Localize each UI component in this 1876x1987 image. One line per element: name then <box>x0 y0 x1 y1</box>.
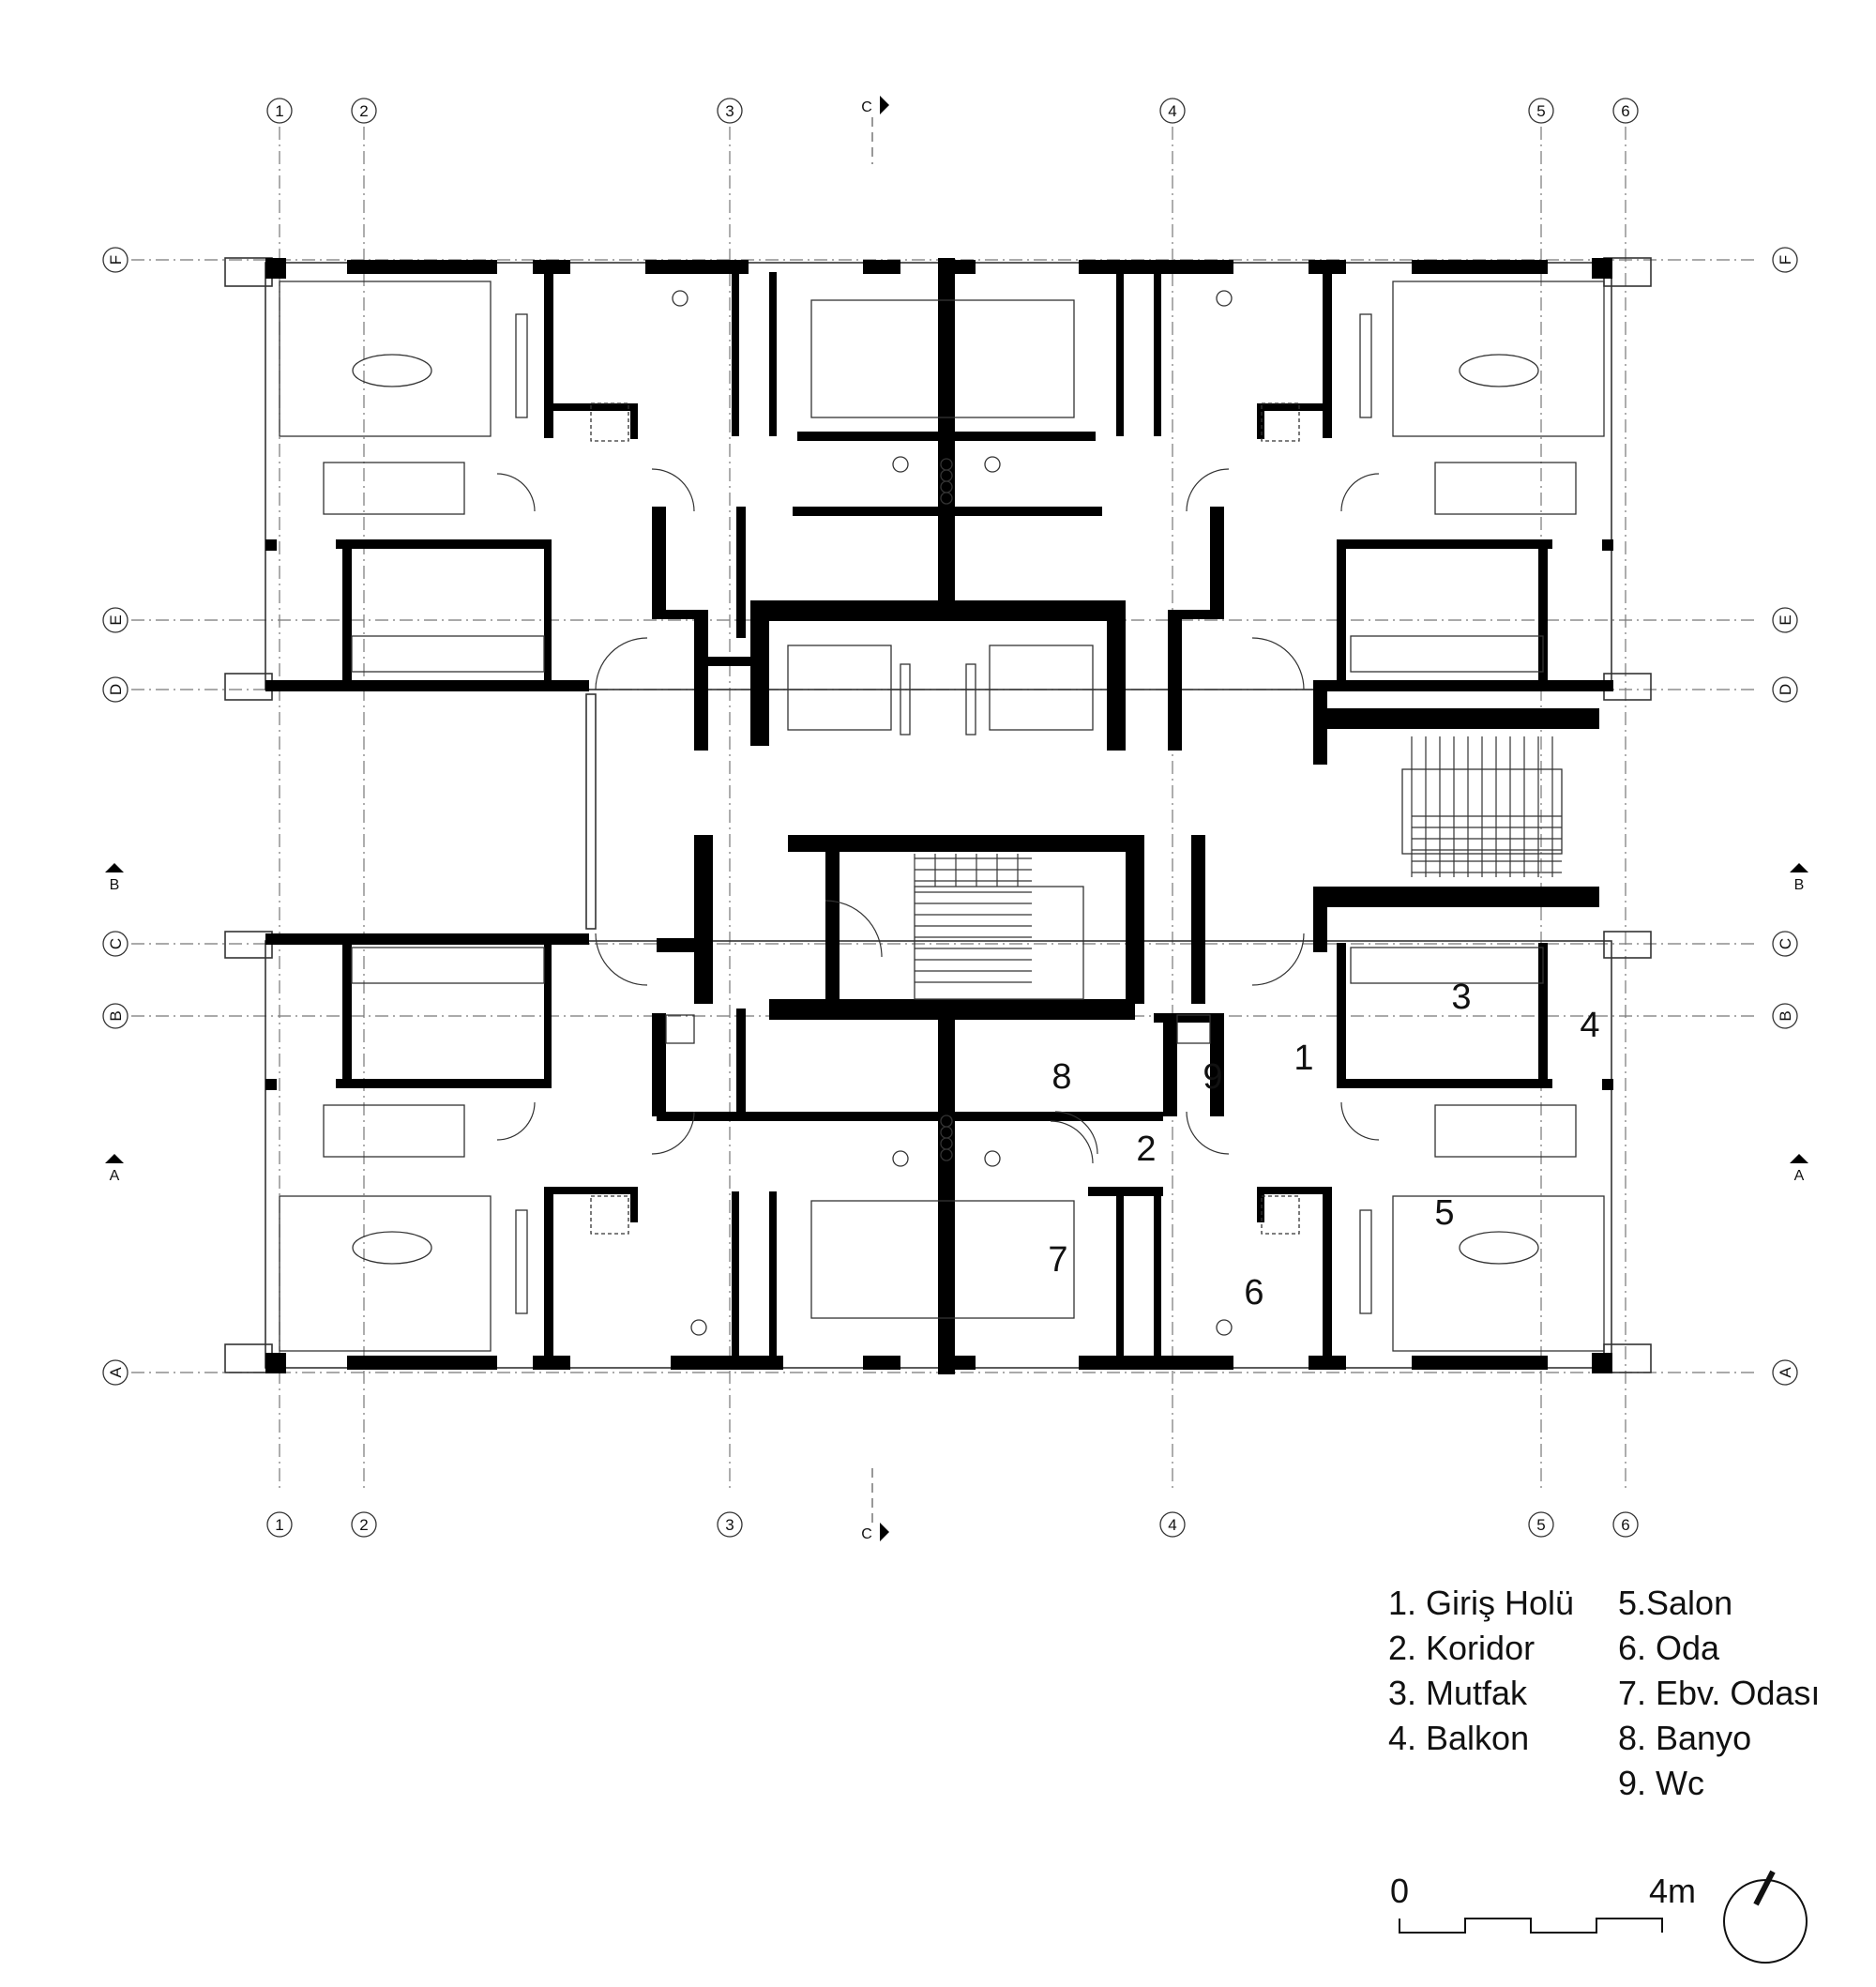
grid-bubble-col-1: 1 <box>266 1511 293 1538</box>
room-number-2: 2 <box>1136 1130 1156 1169</box>
svg-text:D: D <box>1777 684 1794 695</box>
legend-item: 5.Salon <box>1618 1584 1733 1622</box>
svg-text:3: 3 <box>725 1516 734 1534</box>
section-marks: C C B B A A <box>105 96 1808 1542</box>
svg-text:3: 3 <box>725 102 734 120</box>
legend-item: 4. Balkon <box>1388 1719 1530 1757</box>
scale-bar <box>1399 1918 1663 1934</box>
legend-item: 6. Oda <box>1618 1629 1720 1667</box>
legend-item: 8. Banyo <box>1618 1719 1752 1757</box>
fixtures <box>279 281 1605 1352</box>
grid-bubble-col-3: 3 <box>717 1511 743 1538</box>
legend-item: 2. Koridor <box>1388 1629 1536 1667</box>
section-mark-B: B <box>1790 863 1808 893</box>
room-number-3: 3 <box>1451 978 1471 1017</box>
svg-text:4: 4 <box>1168 1516 1176 1534</box>
svg-text:C: C <box>861 1526 872 1542</box>
grid-bubble-col-5: 5 <box>1528 1511 1554 1538</box>
svg-text:6: 6 <box>1621 102 1629 120</box>
svg-text:A: A <box>107 1367 125 1378</box>
grid-bubble-col-4: 4 <box>1159 1511 1186 1538</box>
svg-text:F: F <box>107 255 125 265</box>
room-number-8: 8 <box>1051 1057 1071 1097</box>
room-number-4: 4 <box>1580 1006 1599 1045</box>
grid-bubble-row-A: A <box>102 1359 129 1386</box>
grid-bubble-row-C: C <box>1772 931 1798 957</box>
svg-text:5: 5 <box>1536 1516 1545 1534</box>
grid-bubble-col-6: 6 <box>1612 1511 1639 1538</box>
grid-bubble-col-6: 6 <box>1612 98 1639 124</box>
svg-text:4: 4 <box>1168 102 1176 120</box>
fixture-ovals <box>352 290 1539 1336</box>
grid-bubble-row-E: E <box>102 607 129 633</box>
svg-text:1: 1 <box>275 102 283 120</box>
svg-text:B: B <box>110 877 120 893</box>
svg-text:C: C <box>107 938 125 949</box>
grid-bubble-row-A: A <box>1772 1359 1798 1386</box>
svg-text:1: 1 <box>275 1516 283 1534</box>
svg-text:C: C <box>861 99 872 115</box>
svg-text:2: 2 <box>359 102 368 120</box>
svg-text:A: A <box>110 1168 120 1184</box>
grid-bubble-col-2: 2 <box>351 1511 377 1538</box>
grid-bubble-row-F: F <box>1772 247 1798 273</box>
room-number-7: 7 <box>1048 1240 1067 1280</box>
section-mark-C: C <box>861 1523 889 1542</box>
svg-text:B: B <box>107 1010 125 1021</box>
svg-text:A: A <box>1777 1367 1794 1378</box>
room-number-9: 9 <box>1203 1057 1222 1097</box>
grid-bubble-row-E: E <box>1772 607 1798 633</box>
section-mark-B: B <box>105 863 124 893</box>
grid-bubble-col-2: 2 <box>351 98 377 124</box>
north-arrow-icon <box>1723 1870 1808 1964</box>
svg-text:5: 5 <box>1536 102 1545 120</box>
grid-bubble-row-B: B <box>1772 1003 1798 1029</box>
svg-text:6: 6 <box>1621 1516 1629 1534</box>
legend-col-2: 5.Salon 6. Oda 7. Ebv. Odası 8. Banyo 9.… <box>1618 1581 1820 1806</box>
grid-bubble-col-5: 5 <box>1528 98 1554 124</box>
section-mark-A: A <box>105 1154 124 1184</box>
grid-bubble-col-4: 4 <box>1159 98 1186 124</box>
svg-text:B: B <box>1794 877 1805 893</box>
svg-text:F: F <box>1777 255 1794 265</box>
legend-col-1: 1. Giriş Holü 2. Koridor 3. Mutfak 4. Ba… <box>1388 1581 1574 1761</box>
room-numbers: 1 2 3 4 5 6 7 8 9 <box>1048 978 1599 1312</box>
room-number-5: 5 <box>1434 1193 1454 1233</box>
svg-text:B: B <box>1777 1010 1794 1021</box>
legend-item: 9. Wc <box>1618 1764 1705 1802</box>
grid-bubble-row-D: D <box>102 676 129 703</box>
walls <box>265 258 1613 1374</box>
svg-text:E: E <box>107 614 125 625</box>
stair-treads <box>914 736 1562 983</box>
room-number-6: 6 <box>1244 1273 1263 1312</box>
svg-text:C: C <box>1777 938 1794 949</box>
legend-item: 1. Giriş Holü <box>1388 1584 1575 1622</box>
room-number-1: 1 <box>1294 1039 1313 1078</box>
grid-bubble-row-B: B <box>102 1003 129 1029</box>
grid-bubble-col-3: 3 <box>717 98 743 124</box>
door-swings <box>496 468 1380 1164</box>
section-mark-C: C <box>861 96 889 115</box>
section-mark-A: A <box>1790 1154 1808 1184</box>
scale-end-label: 4m <box>1649 1872 1697 1910</box>
legend-item: 3. Mutfak <box>1388 1674 1528 1712</box>
grid-bubble-row-C: C <box>102 931 129 957</box>
grid-bubble-col-1: 1 <box>266 98 293 124</box>
legend-item: 7. Ebv. Odası <box>1618 1674 1821 1712</box>
svg-text:E: E <box>1777 614 1794 625</box>
svg-text:D: D <box>107 684 125 695</box>
grid-bubble-row-F: F <box>102 247 129 273</box>
svg-text:A: A <box>1794 1168 1805 1184</box>
scale-start-label: 0 <box>1390 1872 1410 1910</box>
svg-text:2: 2 <box>359 1516 368 1534</box>
grid-bubble-row-D: D <box>1772 676 1798 703</box>
